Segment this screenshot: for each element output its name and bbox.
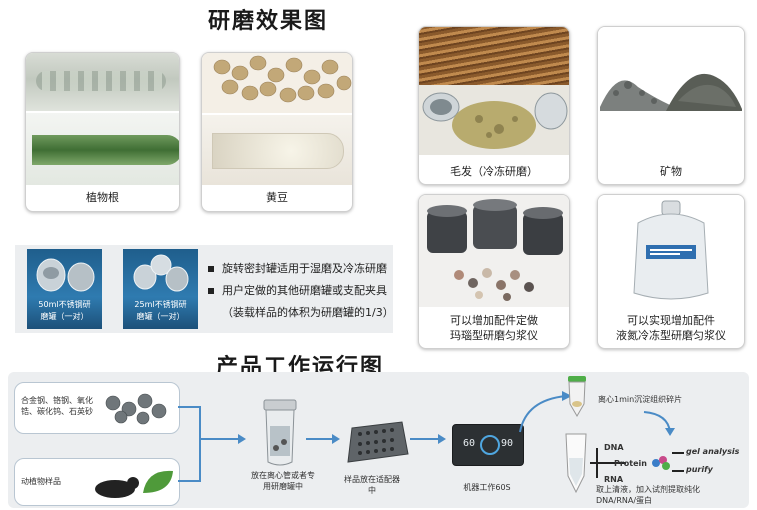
purify-label: purify — [686, 465, 713, 474]
machine-display-left-value: 60 — [463, 438, 476, 449]
sample-card-soybean: 黄豆 — [201, 52, 353, 212]
sample-card-hair: 毛发（冷冻研磨） — [418, 26, 570, 185]
jar-50ml-icon — [36, 258, 95, 292]
step-tube-text: 放在离心管或者专用研磨罐中 — [251, 471, 315, 491]
grinding-beads-icon — [105, 393, 167, 425]
molecule-arrow-main — [590, 462, 626, 464]
arrow-head-icon — [332, 434, 340, 444]
accessory-card-liquid-nitrogen: 可以实现增加配件 液氮冷冻型研磨匀浆仪 — [597, 194, 745, 349]
liquid-nitrogen-tank-image — [598, 195, 744, 307]
curved-arrow-down-icon — [643, 411, 675, 436]
step-extract-text: 取上清液，加入试剂提取纯化DNA/RNA/蛋白 — [596, 485, 700, 505]
materials-bottom-text: 动植物样品 — [21, 477, 61, 486]
centrifuge-tube-icon — [568, 376, 586, 417]
accessory-card-agate: 可以增加配件定做 玛瑙型研磨匀浆仪 — [418, 194, 570, 349]
sample-caption-mineral: 矿物 — [660, 165, 682, 178]
sample-caption-hair: 毛发（冷冻研磨） — [450, 165, 538, 178]
jar-notes: 旋转密封罐适用于湿磨及冷冻研磨 用户定做的其他研磨罐或支配夹具 （装载样品的体积… — [208, 258, 394, 324]
hair-image — [419, 27, 569, 85]
machine-display-right-value: 90 — [500, 438, 513, 449]
grinding-effect-heading: 研磨效果图 — [208, 9, 329, 34]
protein-label: Protein — [614, 459, 647, 468]
jar-25ml-label-line2: 磨罐（一对） — [136, 312, 185, 321]
hair-powder-jar-image — [419, 85, 569, 155]
connector-vertical — [199, 406, 201, 482]
purify-arrow — [672, 470, 684, 472]
adapter-plate-icon — [347, 421, 409, 463]
grinding-tube-icon — [263, 399, 297, 466]
jar-50ml-label-line2: 磨罐（一对） — [40, 312, 89, 321]
mineral-image — [598, 27, 744, 137]
jar-50ml-tile: 50ml不锈钢研 磨罐（一对） — [27, 249, 102, 329]
arrow-tube-adapter — [306, 438, 334, 440]
jar-25ml-tile: 25ml不锈钢研 磨罐（一对） — [123, 249, 198, 329]
accessory-caption-ln2-line1: 可以实现增加配件 — [627, 314, 715, 327]
sample-card-mineral: 矿物 — [597, 26, 745, 185]
machine-dial-icon — [480, 435, 500, 455]
step-centrifuge-text: 离心1min沉淀组织碎片 — [598, 395, 683, 404]
gel-arrow — [672, 452, 684, 454]
sample-card-plant-root: 植物根 — [25, 52, 180, 212]
arrow-head-icon — [438, 434, 446, 444]
materials-box-top: 合金钢、铬钢、氧化锆、碳化钨、石英砂 — [14, 382, 180, 434]
step-machine-text: 机器工作60S — [463, 483, 511, 492]
arrow-head-icon — [238, 434, 246, 444]
jar-50ml-label-line1: 50ml不锈钢研 — [38, 300, 91, 309]
step-adapter-text: 样品放在适配器中 — [344, 475, 400, 495]
jar-25ml-icon — [133, 254, 189, 292]
note-item: 旋转密封罐适用于湿磨及冷冻研磨 — [208, 258, 393, 280]
sample-caption-soybean: 黄豆 — [266, 191, 288, 204]
materials-top-text: 合金钢、铬钢、氧化锆、碳化钨、石英砂 — [21, 396, 93, 416]
arrow-adapter-machine — [410, 438, 440, 440]
jar-25ml-label-line1: 25ml不锈钢研 — [134, 300, 187, 309]
note-item-continued: （装载样品的体积为研磨罐的1/3） — [222, 306, 394, 319]
materials-box-bottom: 动植物样品 — [14, 458, 180, 506]
soybean-powder-tube-image — [202, 115, 352, 185]
molecule-arrow-up — [596, 448, 598, 478]
connector-to-tube — [200, 438, 240, 440]
gel-analysis-label: gel analysis — [686, 447, 740, 456]
rna-label: RNA — [604, 475, 624, 484]
note-item: 用户定做的其他研磨罐或支配夹具 — [208, 280, 393, 302]
sample-caption-plant-root: 植物根 — [86, 191, 119, 204]
machine-display: 60 90 — [452, 424, 524, 466]
accessory-caption-agate-line1: 可以增加配件定做 — [450, 314, 538, 327]
accessory-caption-ln2-line2: 液氮冷冻型研磨匀浆仪 — [616, 329, 726, 342]
curved-arrow-up-icon — [519, 391, 572, 433]
animal-plant-sample-icon — [95, 470, 173, 498]
plant-root-tube-image — [26, 113, 179, 185]
plant-root-image-top — [26, 53, 179, 111]
agate-jars-image — [419, 195, 569, 307]
connector-top — [178, 406, 200, 408]
dna-label: DNA — [604, 443, 624, 452]
soybean-image — [202, 53, 352, 113]
accessory-caption-agate-line2: 玛瑙型研磨匀浆仪 — [450, 329, 538, 342]
protein-molecule-icon — [652, 456, 670, 470]
connector-bottom — [178, 480, 200, 482]
extraction-tube-icon — [565, 433, 587, 494]
